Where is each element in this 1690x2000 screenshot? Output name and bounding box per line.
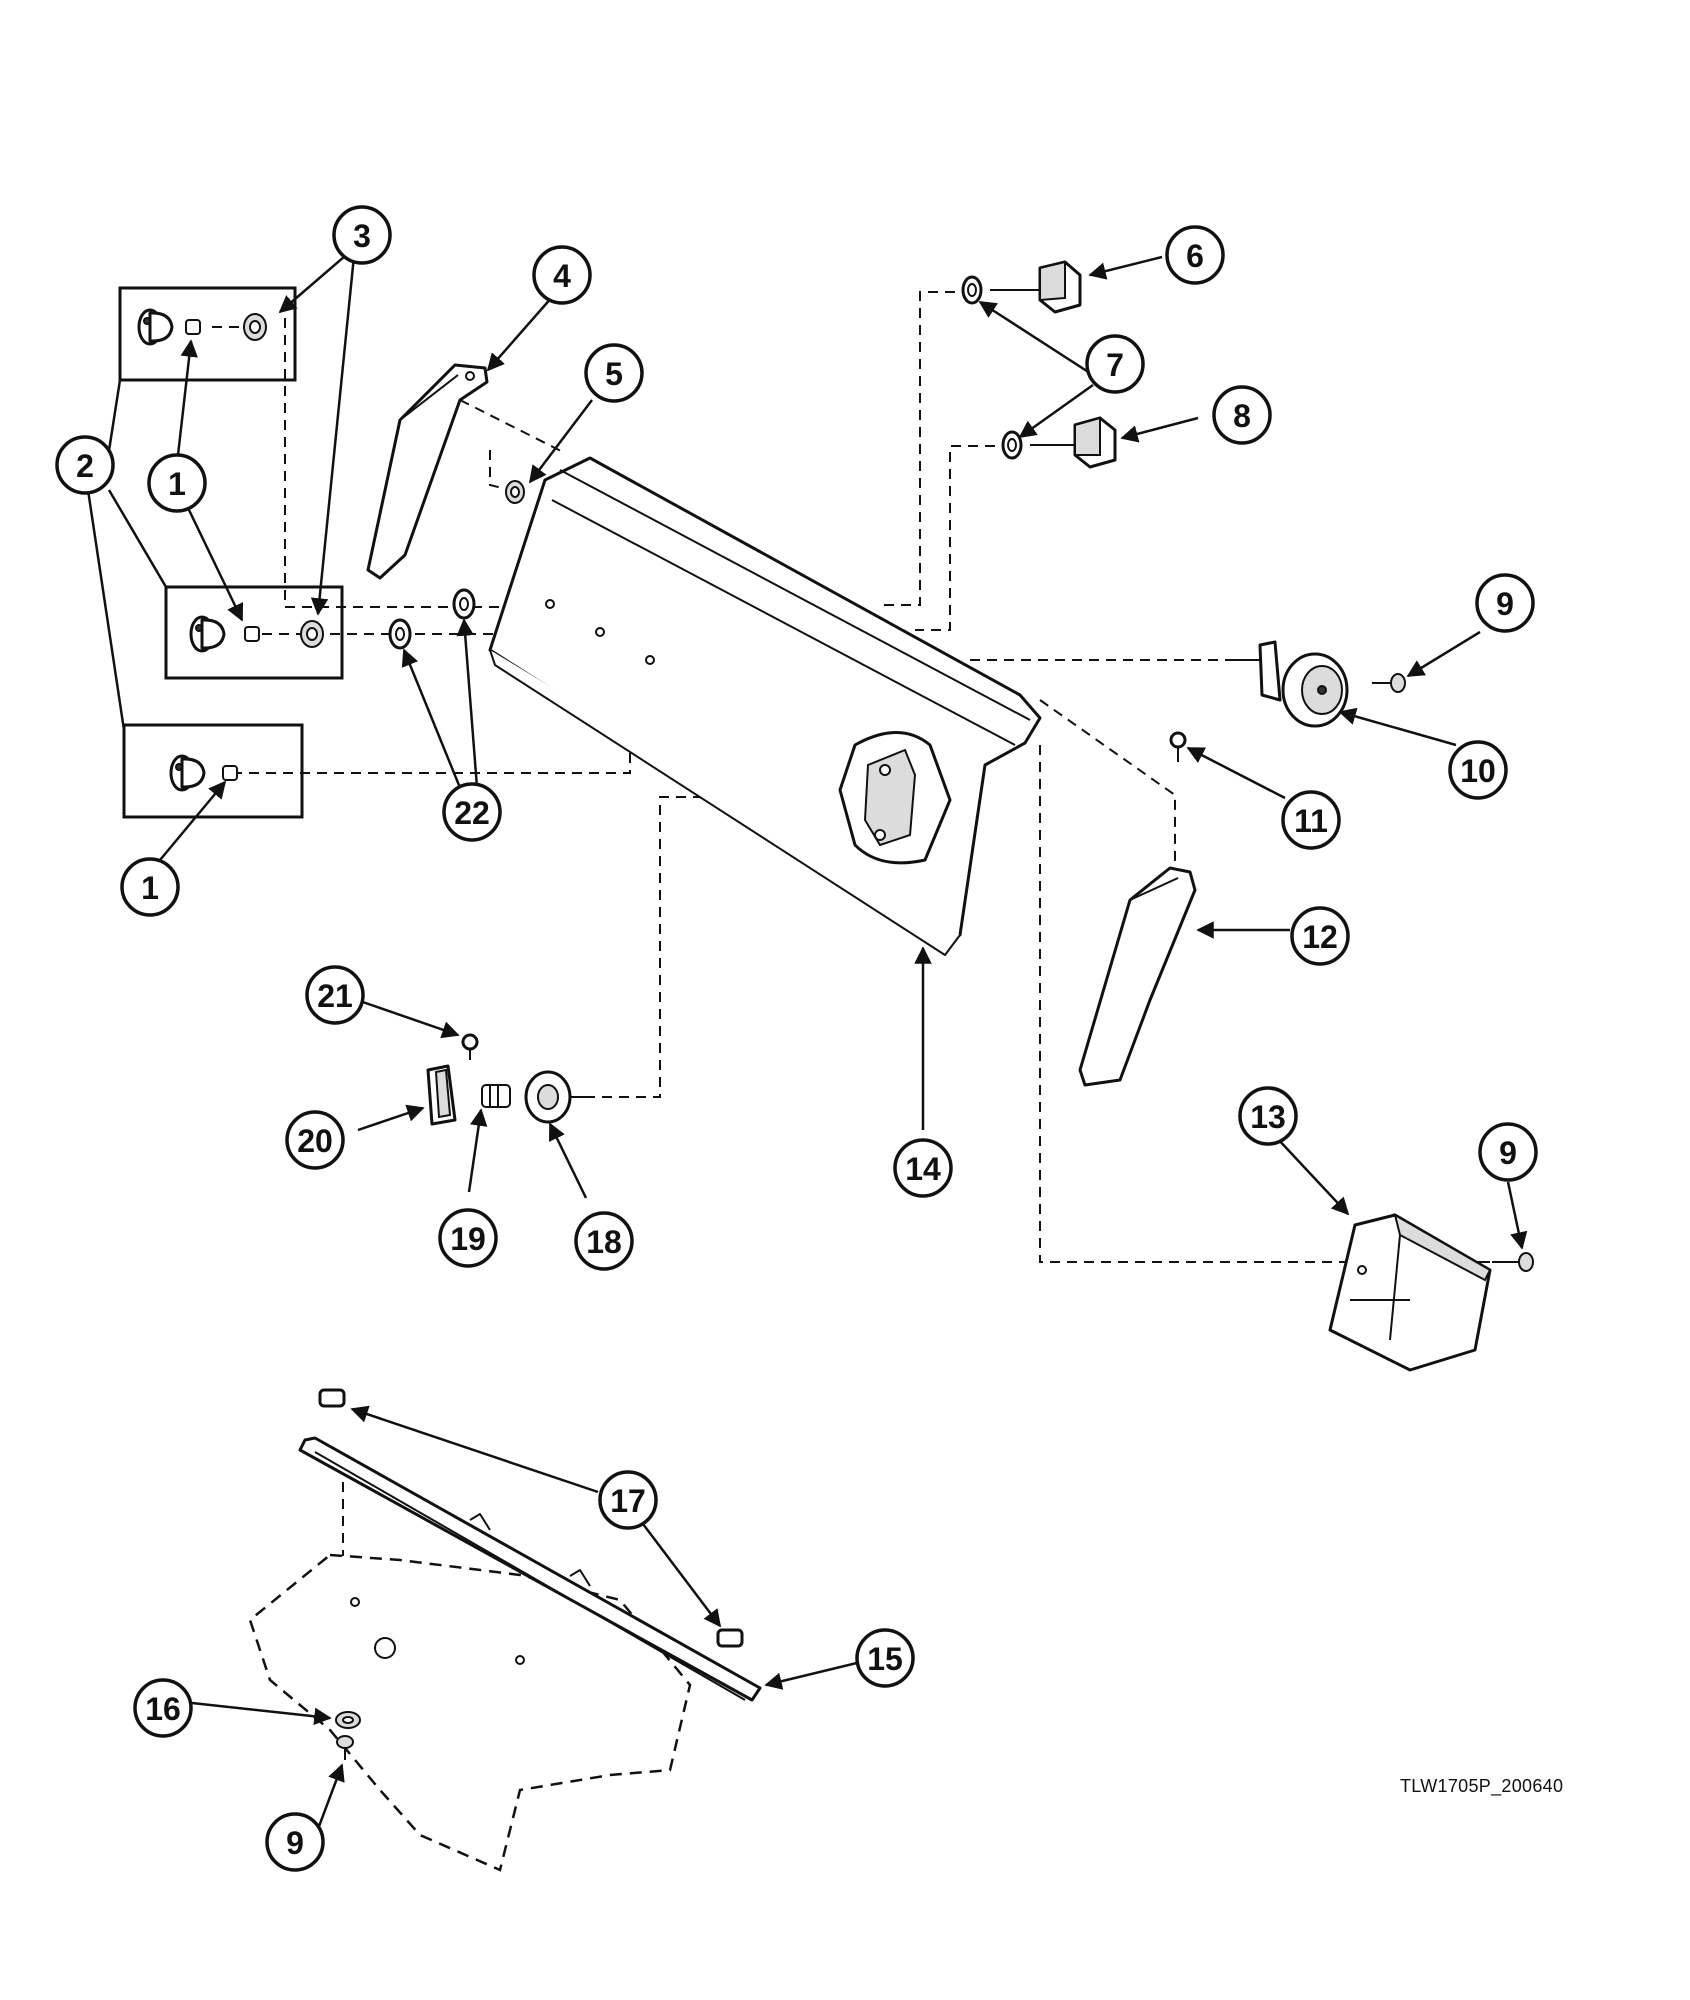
callout-10: 10 [1448, 740, 1508, 800]
callout-2: 2 [55, 435, 115, 495]
callout-15: 15 [855, 1628, 915, 1688]
callout-6: 6 [1165, 225, 1225, 285]
callout-9-right: 9 [1475, 573, 1535, 633]
callout-label: 5 [605, 356, 623, 392]
callout-label: 3 [353, 218, 371, 254]
pad-icon [716, 1628, 744, 1648]
switch-icon [990, 260, 1082, 314]
washer-icon [961, 275, 983, 305]
knob-group-middle [164, 585, 344, 680]
callout-label: 7 [1106, 347, 1124, 383]
callout-label: 13 [1250, 1099, 1286, 1135]
callout-label: 21 [317, 978, 353, 1014]
callout-13: 13 [1238, 1086, 1298, 1146]
knob-insert [244, 626, 260, 642]
pad-icon [318, 1388, 346, 1408]
drawing-reference-code: TLW1705P_200640 [1400, 1776, 1564, 1796]
callout-label: 2 [76, 448, 94, 484]
callout-22: 22 [442, 782, 502, 842]
washer-icon [335, 1711, 361, 1729]
callout-label: 14 [905, 1151, 941, 1187]
callout-16: 16 [133, 1678, 193, 1738]
callout-label: 9 [1499, 1135, 1517, 1171]
knob-icon [189, 615, 226, 653]
washer-icon [388, 618, 412, 650]
screw-icon [461, 1033, 479, 1060]
screw-icon [1500, 1252, 1534, 1272]
knob-group-top [118, 286, 297, 382]
nut-icon [505, 480, 525, 504]
callout-1-middle: 1 [120, 857, 180, 917]
trim-bar [298, 1436, 762, 1702]
knob-group-bottom [122, 723, 304, 819]
screw-icon [1372, 673, 1406, 693]
switch-icon [1030, 416, 1117, 469]
callout-label: 9 [286, 1825, 304, 1861]
left-end-bracket [366, 363, 489, 580]
callout-18: 18 [574, 1211, 634, 1271]
screw-icon [1169, 731, 1187, 762]
callout-label: 15 [867, 1641, 903, 1677]
callout-12: 12 [1290, 906, 1350, 966]
callout-8: 8 [1212, 385, 1272, 445]
callout-label: 9 [1496, 586, 1514, 622]
callout-label: 20 [297, 1123, 333, 1159]
callout-label: 12 [1302, 919, 1338, 955]
callout-label: 19 [450, 1221, 486, 1257]
callout-label: 11 [1294, 803, 1328, 839]
knob-icon [169, 754, 206, 792]
knob-icon [524, 1070, 585, 1124]
washer-icon [1001, 430, 1023, 460]
callout-3: 3 [332, 205, 392, 265]
nut-icon [243, 313, 267, 341]
callout-7: 7 [1085, 334, 1145, 394]
knob-insert [185, 319, 201, 335]
callout-5: 5 [584, 343, 644, 403]
control-panel [488, 456, 1042, 956]
callout-label: 22 [454, 795, 490, 831]
callout-1-top: 1 [147, 453, 207, 513]
screw-icon [336, 1735, 354, 1760]
callout-label: 1 [141, 870, 159, 906]
callout-11: 11 [1281, 790, 1341, 850]
callout-20: 20 [285, 1110, 345, 1170]
callout-label: 6 [1186, 238, 1204, 274]
timer-icon [1328, 1212, 1492, 1372]
knob-insert [222, 765, 238, 781]
nut-icon [300, 620, 324, 648]
rotary-control-icon [1235, 640, 1349, 728]
callout-19: 19 [438, 1208, 498, 1268]
callout-label: 10 [1460, 753, 1496, 789]
callout-9-timer: 9 [1478, 1122, 1538, 1182]
callout-21: 21 [305, 965, 365, 1025]
callout-14: 14 [893, 1138, 953, 1198]
knob-cap-icon [426, 1064, 457, 1126]
callout-label: 18 [586, 1224, 622, 1260]
knob-icon [137, 308, 174, 346]
spring-icon [481, 1084, 511, 1108]
callout-label: 4 [553, 258, 571, 294]
callout-label: 8 [1233, 398, 1251, 434]
callout-label: 1 [168, 466, 186, 502]
callout-17: 17 [598, 1470, 658, 1530]
callout-label: 16 [145, 1691, 181, 1727]
right-end-bracket [1078, 866, 1197, 1087]
callout-4: 4 [532, 245, 592, 305]
callout-9-bottom: 9 [265, 1812, 325, 1872]
callout-label: 17 [610, 1483, 646, 1519]
washer-icon [452, 588, 476, 620]
